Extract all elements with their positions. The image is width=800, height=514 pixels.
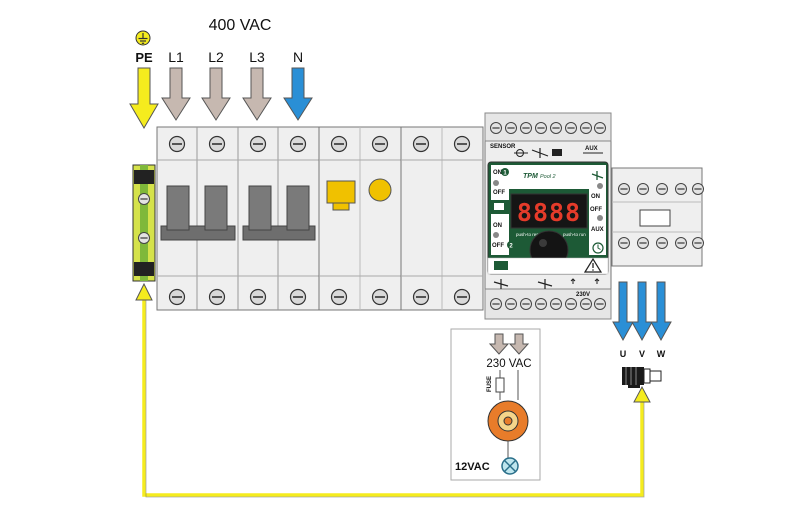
pump-controller: SENSOR AUX TPM Pool 2 ON 1 OFF ON OFF 2 [484,112,612,320]
contactor [611,167,705,267]
neutral-arrow [508,333,530,355]
output-icons [493,278,600,289]
warning-icon [583,257,603,273]
on-label-1: ON [493,170,502,176]
main-isolator-switch [156,126,320,311]
voltage-230-label: 230V [576,292,590,298]
sensor-icon [514,149,528,157]
motor-icon [622,367,662,388]
earth-terminal-block [132,164,156,282]
w-arrow [650,281,672,342]
l2-arrow [201,67,231,121]
off-label-2: OFF [492,243,504,249]
clock-icon [592,242,604,254]
u-arrow [612,281,634,342]
fuse-label: FUSE [487,376,493,392]
fuse [495,377,505,393]
pe-label: PE [135,50,153,65]
model-label: Pool 2 [540,174,556,180]
v-label: V [639,349,645,359]
brand-label: TPM [523,173,538,180]
v-arrow [631,281,653,342]
pump-status-icon [494,261,508,270]
off-label-right: OFF [590,207,602,213]
earth-wire-arrow-up [135,282,153,301]
earth-icon [135,30,151,46]
protection-module [318,126,402,311]
lamp-voltage-label: 12VAC [455,461,490,473]
channel-2-number: 2 [509,244,513,250]
n-label: N [293,49,303,65]
test-button[interactable] [326,180,356,204]
display-panel [510,193,588,229]
sensor-label: SENSOR [490,144,516,150]
l2-label: L2 [208,49,224,65]
l1-arrow [161,67,191,121]
l3-label: L3 [249,49,265,65]
aux-mid-label: AUX [591,227,604,233]
valve-icon [591,171,604,180]
lamp-icon [501,457,519,475]
on-label-right: ON [591,194,600,200]
pump-valve-icon [531,148,562,158]
push-run-label: push-to run [563,232,586,237]
push-reset-label: push-to reset [516,232,543,237]
aux-top-label: AUX [585,146,598,152]
side-module [400,126,484,311]
earth-bond-wire [142,290,644,497]
pump-supply-label: 230 VAC [486,358,531,370]
pe-arrow [129,67,159,129]
u-label: U [620,349,627,359]
pump-mode-icon [494,203,504,210]
l3-arrow [242,67,272,121]
live-arrow [488,333,510,355]
pump-circuit-box: 230 VAC FUSE 12VAC [450,328,541,481]
earth-wire-arrow-motor [633,385,651,403]
indicator-lamp [368,178,392,202]
supply-voltage-label: 400 VAC [209,17,272,34]
digital-display: 8888 [517,198,581,227]
on-label-2: ON [493,223,502,229]
w-label: W [657,349,666,359]
off-label-1: OFF [493,190,505,196]
channel-1-number: 1 [503,171,507,177]
n-arrow [283,67,313,121]
l1-label: L1 [168,49,184,65]
